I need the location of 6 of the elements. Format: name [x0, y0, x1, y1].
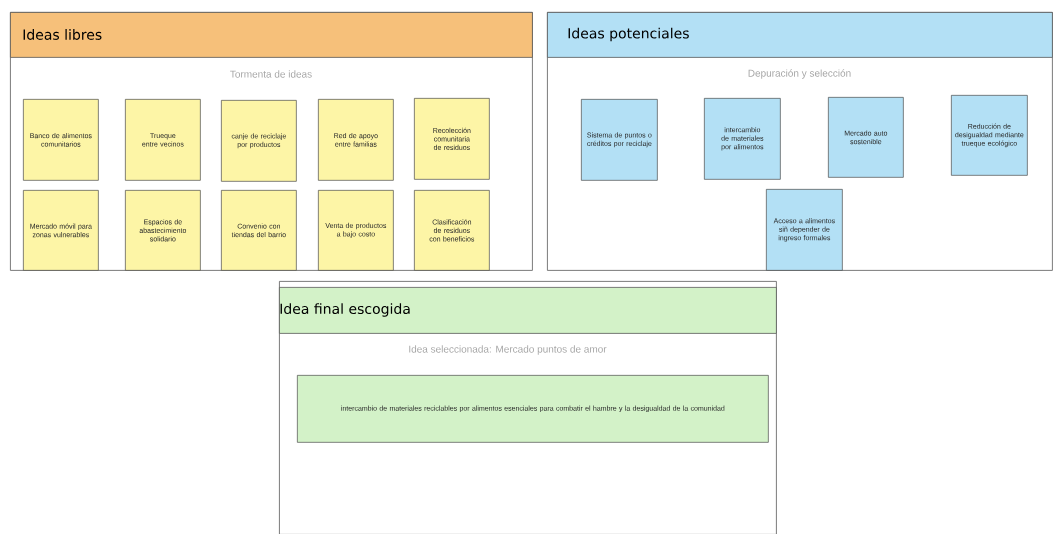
panel-subtitle: Tormenta de ideas: [230, 70, 312, 78]
panel-subtitle: Idea seleccionada: Mercado puntos de amor: [409, 345, 607, 355]
panel-header: Ideas libres: [10, 12, 533, 58]
panel-subtitle: Depuración y selección: [748, 69, 851, 79]
panel-header: Idea final escogida: [279, 287, 777, 334]
panel-header: Ideas potenciales: [547, 12, 1053, 58]
